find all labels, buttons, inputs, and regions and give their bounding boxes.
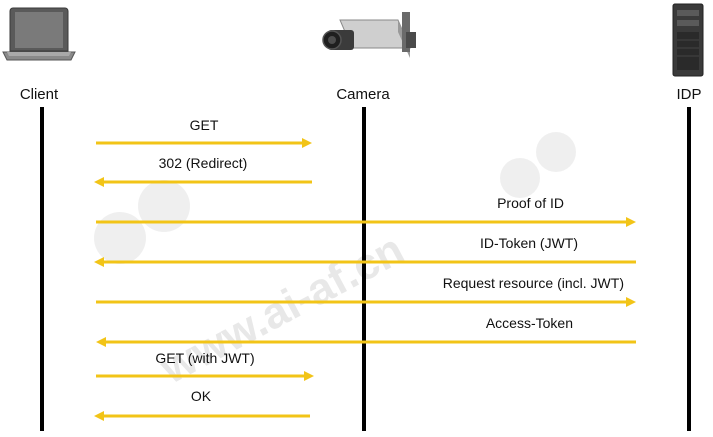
message-4: ID-Token (JWT) — [94, 235, 636, 267]
watermark-badge — [94, 132, 576, 264]
participant-label-idp: IDP — [676, 86, 701, 103]
message-label: Request resource (incl. JWT) — [443, 275, 624, 291]
message-5: Request resource (incl. JWT) — [96, 275, 636, 307]
message-7: GET (with JWT) — [96, 350, 314, 381]
message-label: GET — [190, 117, 219, 133]
message-label: Access-Token — [486, 315, 573, 331]
participant-label-camera: Camera — [336, 86, 390, 103]
message-3: Proof of ID — [96, 195, 636, 227]
message-label: ID-Token (JWT) — [480, 235, 578, 251]
message-label: 302 (Redirect) — [159, 155, 248, 171]
message-2: 302 (Redirect) — [94, 155, 312, 187]
message-8: OK — [94, 388, 310, 421]
participant-label-client: Client — [20, 86, 59, 103]
security-camera-icon — [322, 12, 416, 58]
message-label: GET (with JWT) — [155, 350, 254, 366]
message-label: Proof of ID — [497, 195, 564, 211]
message-6: Access-Token — [96, 315, 636, 347]
watermark-text: www.ai-af.cn — [152, 225, 412, 394]
laptop-icon — [2, 7, 76, 61]
server-tower-icon — [672, 3, 704, 77]
message-1: GET — [96, 117, 312, 148]
message-label: OK — [191, 388, 212, 404]
